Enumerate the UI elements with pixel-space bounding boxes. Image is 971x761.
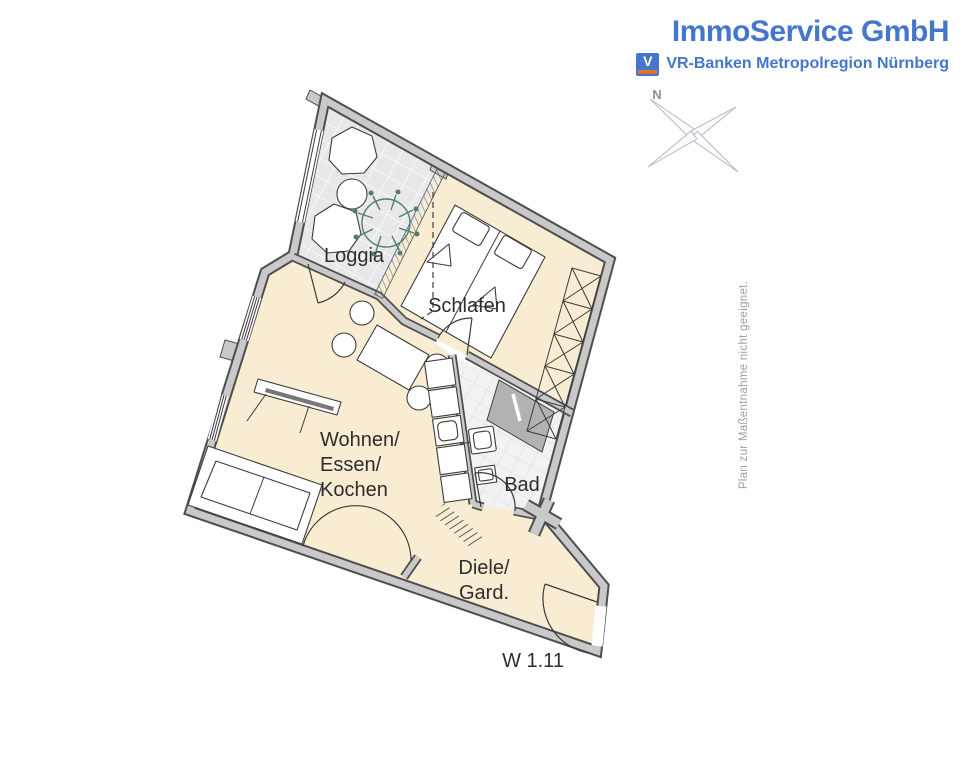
blanket-fold-right	[472, 286, 498, 310]
room-label-schlafen: Schlafen	[428, 295, 506, 317]
living-hall-door-arc	[302, 505, 412, 562]
company-name: ImmoService GmbH	[671, 15, 950, 48]
plant-icon	[352, 189, 420, 257]
brand-subtitle: VR-Banken Metropolregion Nürnberg	[666, 55, 949, 72]
outer-wall-fill	[185, 94, 615, 656]
tv-sideboard	[246, 378, 342, 434]
dining-chair	[349, 300, 375, 326]
coat-rack	[433, 502, 484, 550]
brand-block: ImmoService GmbH V VR-Banken Metropolreg…	[636, 16, 949, 76]
wardrobe	[526, 267, 602, 440]
unit-label: W 1.11	[502, 650, 564, 672]
brand-subtitle-row: V VR-Banken Metropolregion Nürnberg	[636, 52, 949, 76]
sofa	[187, 445, 323, 545]
loggia-boulder-large	[328, 126, 378, 175]
dining-chair	[331, 332, 357, 358]
kitchen-unit	[423, 357, 457, 390]
dining-chair	[406, 385, 432, 411]
blanket-fold-left	[426, 243, 452, 267]
room-label-wohnen-3: Kochen	[320, 479, 388, 501]
scale-disclaimer: Plan zur Maßentnahme nicht geeignet.	[738, 280, 750, 490]
kitchen-stove	[435, 443, 469, 476]
window-loggia	[295, 129, 324, 223]
bedroom-door	[437, 317, 473, 356]
vr-logo-letter: V	[643, 52, 653, 69]
room-wohnen-diele-floor	[190, 255, 604, 651]
dining-table	[356, 324, 430, 391]
loggia-stool	[336, 178, 368, 210]
pillow-right	[494, 235, 532, 269]
window-living-lower	[207, 393, 229, 442]
room-label-wohnen-1: Wohnen/	[320, 429, 400, 451]
room-label-diele-1: Diele/	[458, 557, 510, 579]
pillow-left	[452, 212, 490, 246]
room-label-diele-2: Gard.	[459, 582, 509, 604]
kitchen-unit	[440, 472, 473, 504]
bathroom-door	[474, 472, 516, 512]
kitchen-and-bath-fixtures	[423, 357, 498, 504]
loggia-door	[307, 263, 346, 304]
glass-wall-loggia	[373, 168, 446, 299]
room-label-loggia: Loggia	[324, 245, 385, 267]
wall-cross-pillar	[522, 497, 563, 537]
entrance-door	[542, 583, 607, 654]
loggia-boulder-small	[311, 203, 362, 254]
dining-set	[331, 300, 450, 411]
window-living-upper	[239, 295, 262, 342]
windows	[207, 129, 324, 442]
compass-north-label: N	[652, 87, 661, 102]
room-label-wohnen-2: Essen/	[320, 454, 382, 476]
compass-icon	[647, 98, 739, 173]
doors	[302, 192, 607, 654]
vr-logo-icon: V	[636, 52, 660, 76]
room-label-bad: Bad	[504, 474, 540, 496]
kitchen-unit	[427, 386, 461, 418]
bath-sink	[474, 464, 498, 486]
double-bed	[400, 204, 546, 359]
toilet	[462, 425, 497, 455]
vr-logo-orange-bar	[638, 69, 658, 74]
